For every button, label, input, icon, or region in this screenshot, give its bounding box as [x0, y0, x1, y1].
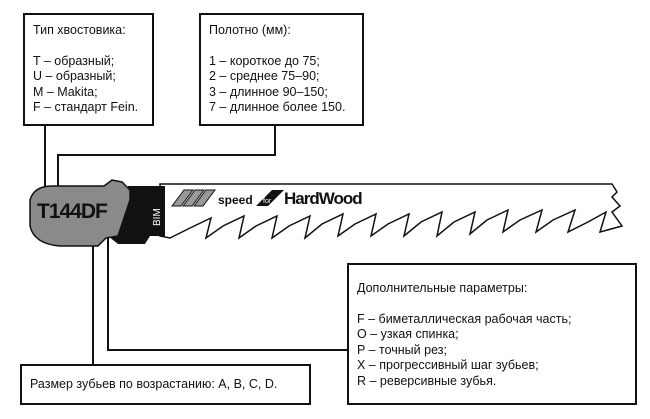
shank-type-title: Тип хвостовика: — [33, 23, 126, 37]
speed-label: speed — [218, 193, 253, 207]
blade-length-box: Полотно (мм): 1 – короткое до 75; 2 – ср… — [199, 13, 364, 126]
shank-type-item: F – стандарт Fein. — [33, 100, 139, 114]
blade-code: T144DF — [37, 200, 108, 223]
saw-blade: T144DF BIM speed for HardWood — [29, 179, 624, 247]
connector-extra — [107, 232, 347, 351]
shank-type-item: U – образный; — [33, 69, 116, 83]
wood-label: HardWood — [284, 189, 362, 208]
extra-params-box: Дополнительные параметры: F – биметаллич… — [347, 263, 637, 405]
blade-tang — [29, 179, 131, 247]
teeth-size-text: Размер зубьев по возрастанию: A, B, C, D… — [30, 377, 278, 391]
for-label: for — [263, 198, 272, 205]
blade-length-title: Полотно (мм): — [209, 23, 291, 37]
blade-length-item: 1 – короткое до 75; — [209, 53, 320, 68]
for-badge — [256, 190, 284, 206]
stripes-logo — [171, 189, 216, 207]
extra-params-item: R – реверсивные зубья. — [357, 373, 497, 388]
connector-length — [57, 125, 276, 193]
blade-length-item: 7 – длинное более 150. — [209, 100, 346, 114]
shank-type-item: T – образный; — [33, 53, 115, 68]
shank-type-item: M – Makita; — [33, 84, 98, 99]
teeth-size-box: Размер зубьев по возрастанию: A, B, C, D… — [20, 364, 311, 405]
blade-material: BIM — [152, 208, 163, 226]
blade-length-item: 3 – длинное 90–150; — [209, 84, 328, 99]
extra-params-item: O – узкая спинка; — [357, 327, 459, 341]
extra-params-title: Дополнительные параметры: — [357, 281, 528, 295]
extra-params-item: X – прогрессивный шаг зубьев; — [357, 358, 539, 372]
extra-params-item: P – точный рез; — [357, 342, 447, 357]
shank-type-box: Тип хвостовика: T – образный; U – образн… — [23, 13, 154, 126]
blade-length-item: 2 – среднее 75–90; — [209, 69, 320, 83]
extra-params-item: F – биметаллическая рабочая часть; — [357, 311, 572, 326]
